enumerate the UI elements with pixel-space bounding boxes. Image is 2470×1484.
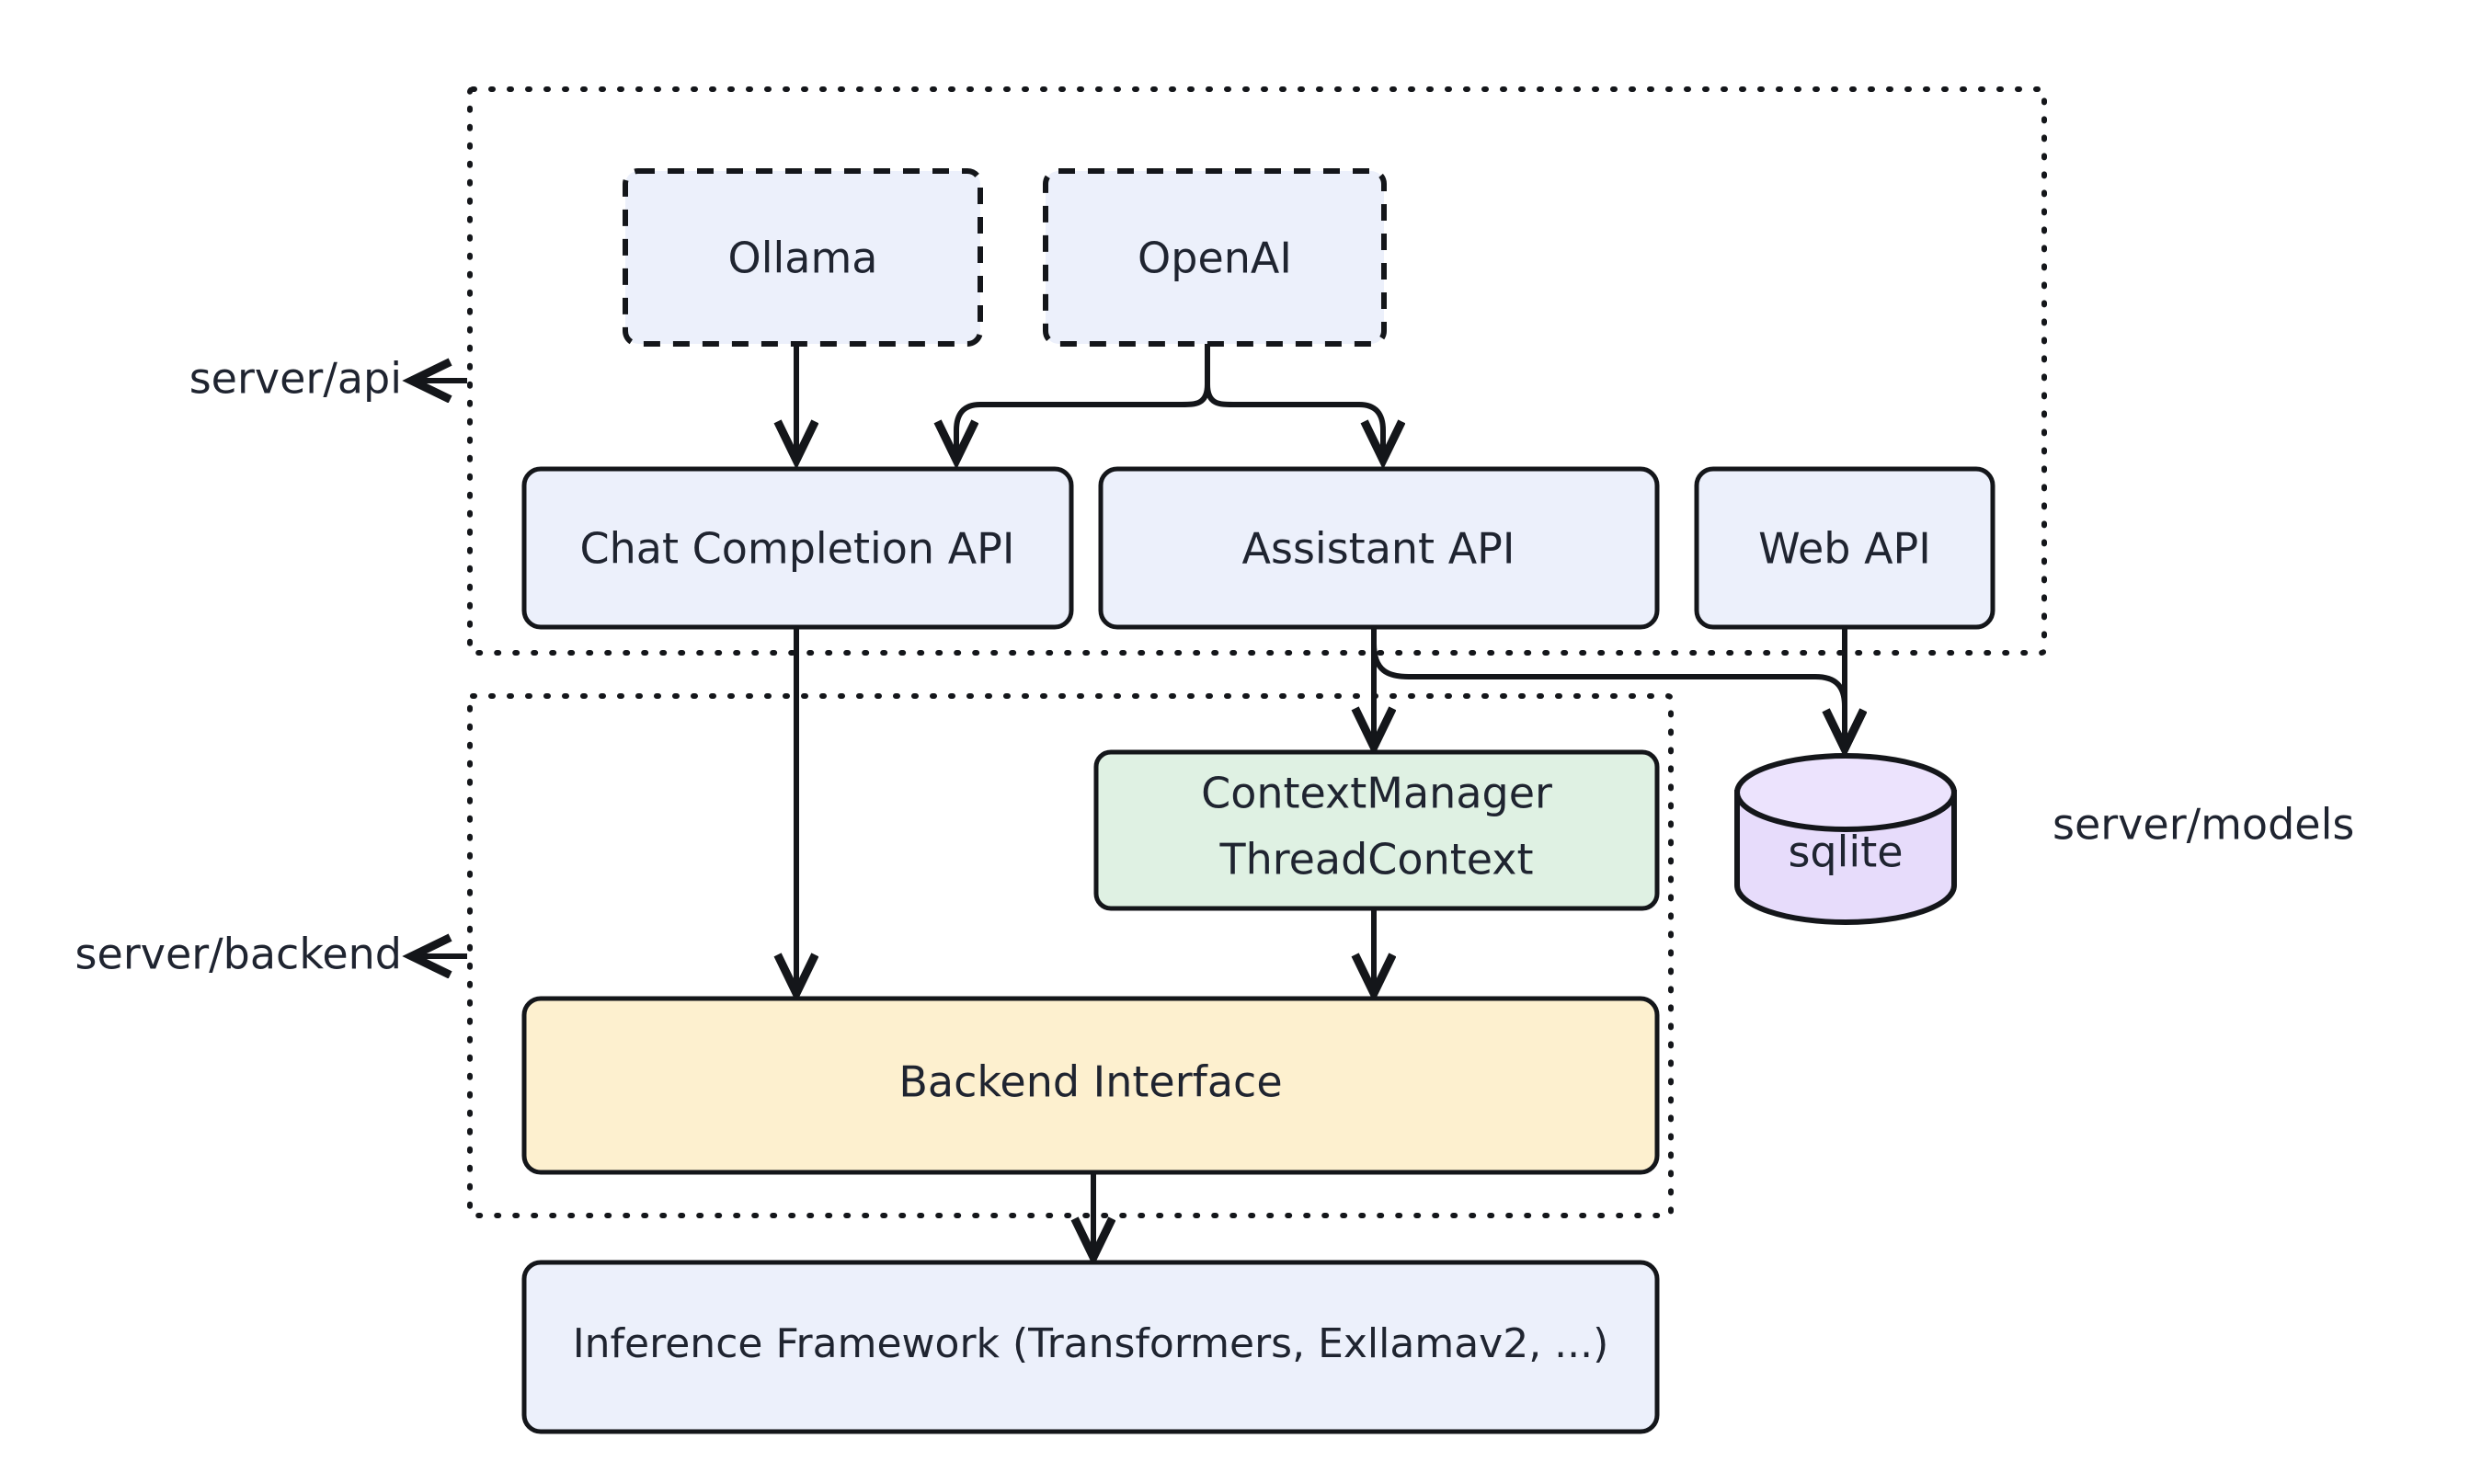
node-openai-label: OpenAI (1138, 234, 1292, 283)
node-assistant-api[interactable]: Assistant API (1098, 466, 1660, 630)
node-chat-completion-api[interactable]: Chat Completion API (521, 466, 1074, 630)
node-backend-interface-label: Backend Interface (898, 1057, 1282, 1107)
group-container-backend (467, 693, 1674, 1218)
group-label-api-text: server/api (189, 354, 402, 404)
node-sqlite[interactable]: sqlite (1734, 753, 1957, 925)
node-web-api-label: Web API (1758, 524, 1931, 574)
group-label-models-text: server/models (2053, 800, 2354, 850)
edge-assistant-api-to-sqlite (1371, 643, 1845, 747)
group-label-models: server/models (2053, 800, 2354, 850)
group-label-backend: server/backend (75, 930, 467, 979)
node-context-manager[interactable]: ContextManager ThreadContext (1093, 749, 1660, 911)
node-context-manager-label-line2: ThreadContext (1218, 835, 1533, 885)
node-openai[interactable]: OpenAI (1043, 168, 1387, 347)
node-ollama[interactable]: Ollama (623, 168, 983, 347)
node-sqlite-label: sqlite (1788, 828, 1903, 877)
group-label-backend-text: server/backend (75, 930, 402, 979)
node-backend-interface[interactable]: Backend Interface (521, 996, 1660, 1175)
node-inference-framework-label: Inference Framework (Transformers, Exlla… (573, 1320, 1609, 1367)
node-web-api[interactable]: Web API (1694, 466, 1995, 630)
node-context-manager-label-line1: ContextManager (1201, 769, 1552, 818)
node-inference-framework[interactable]: Inference Framework (Transformers, Exlla… (521, 1260, 1660, 1434)
node-chat-completion-api-label: Chat Completion API (580, 524, 1015, 574)
edge-openai-fork (956, 344, 1383, 458)
node-assistant-api-label: Assistant API (1242, 524, 1515, 574)
group-label-api: server/api (189, 354, 467, 404)
node-ollama-label: Ollama (728, 234, 878, 283)
